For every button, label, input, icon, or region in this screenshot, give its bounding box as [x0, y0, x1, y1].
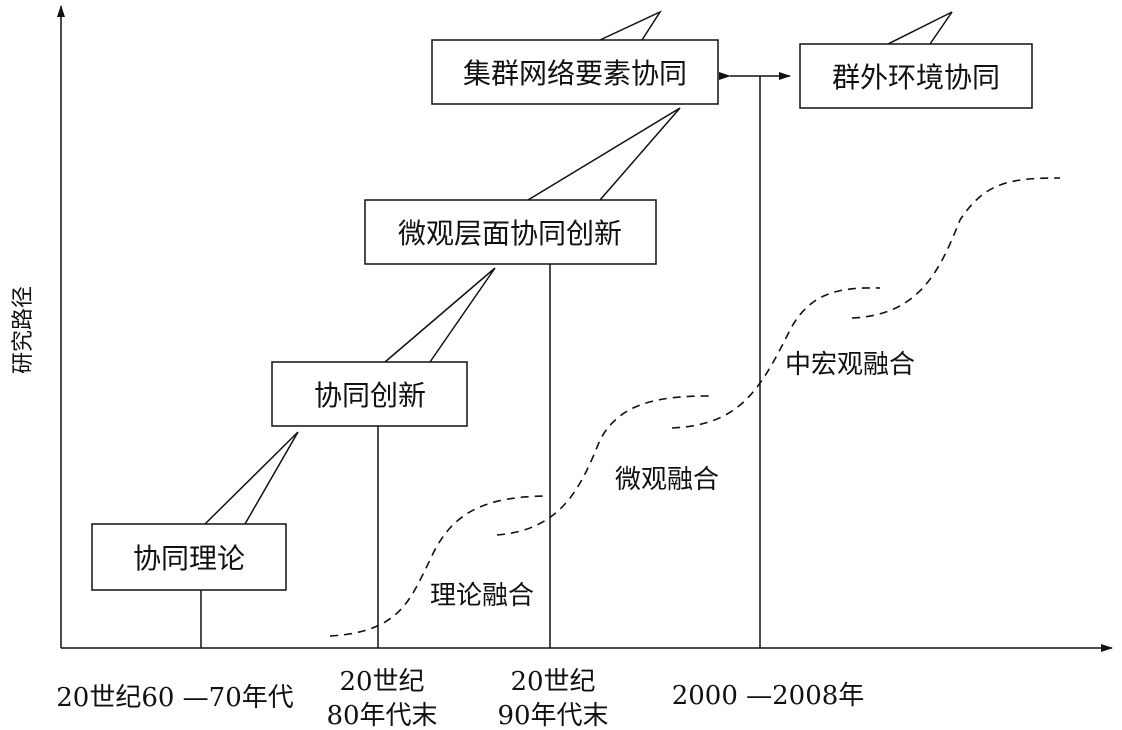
fusion-curve-4 [851, 177, 1061, 319]
fusion-label: 微观融合 [615, 465, 719, 495]
fusion-curve-1 [329, 495, 546, 637]
stage-label: 集群网络要素协同 [463, 57, 687, 90]
callout-tail-3 [527, 107, 681, 201]
x-tick-label: 20世纪60 —70年代 [56, 683, 294, 713]
callout-tail-1 [204, 431, 299, 525]
x-tick-label: 90年代末 [497, 701, 608, 730]
stage-label: 微观层面协同创新 [398, 217, 622, 250]
x-tick-label: 80年代末 [326, 701, 437, 730]
x-tick-label: 20世纪 [510, 667, 595, 697]
stage-box-3: 微观层面协同创新 [364, 199, 657, 265]
x-tick-label: 2000 —2008年 [672, 681, 865, 711]
stage-label: 群外环境协同 [832, 61, 1000, 94]
y-axis-label: 研究路径 [11, 286, 36, 374]
fusion-curve-3 [671, 287, 881, 429]
stage-box-1: 协同理论 [91, 523, 287, 591]
callout-tail-4 [599, 10, 663, 41]
callout-tail-5 [887, 11, 953, 45]
stage-box-5: 群外环境协同 [799, 43, 1033, 109]
stage-label: 协同创新 [314, 379, 426, 412]
callout-tail-2 [384, 267, 496, 363]
fusion-label: 理论融合 [430, 581, 534, 611]
fusion-label: 中宏观融合 [785, 350, 915, 380]
fusion-curve-2 [496, 395, 711, 536]
x-tick-label: 20世纪 [339, 667, 424, 697]
stage-box-4: 集群网络要素协同 [431, 39, 719, 105]
stage-box-2: 协同创新 [271, 361, 468, 427]
stage-label: 协同理论 [133, 542, 245, 575]
